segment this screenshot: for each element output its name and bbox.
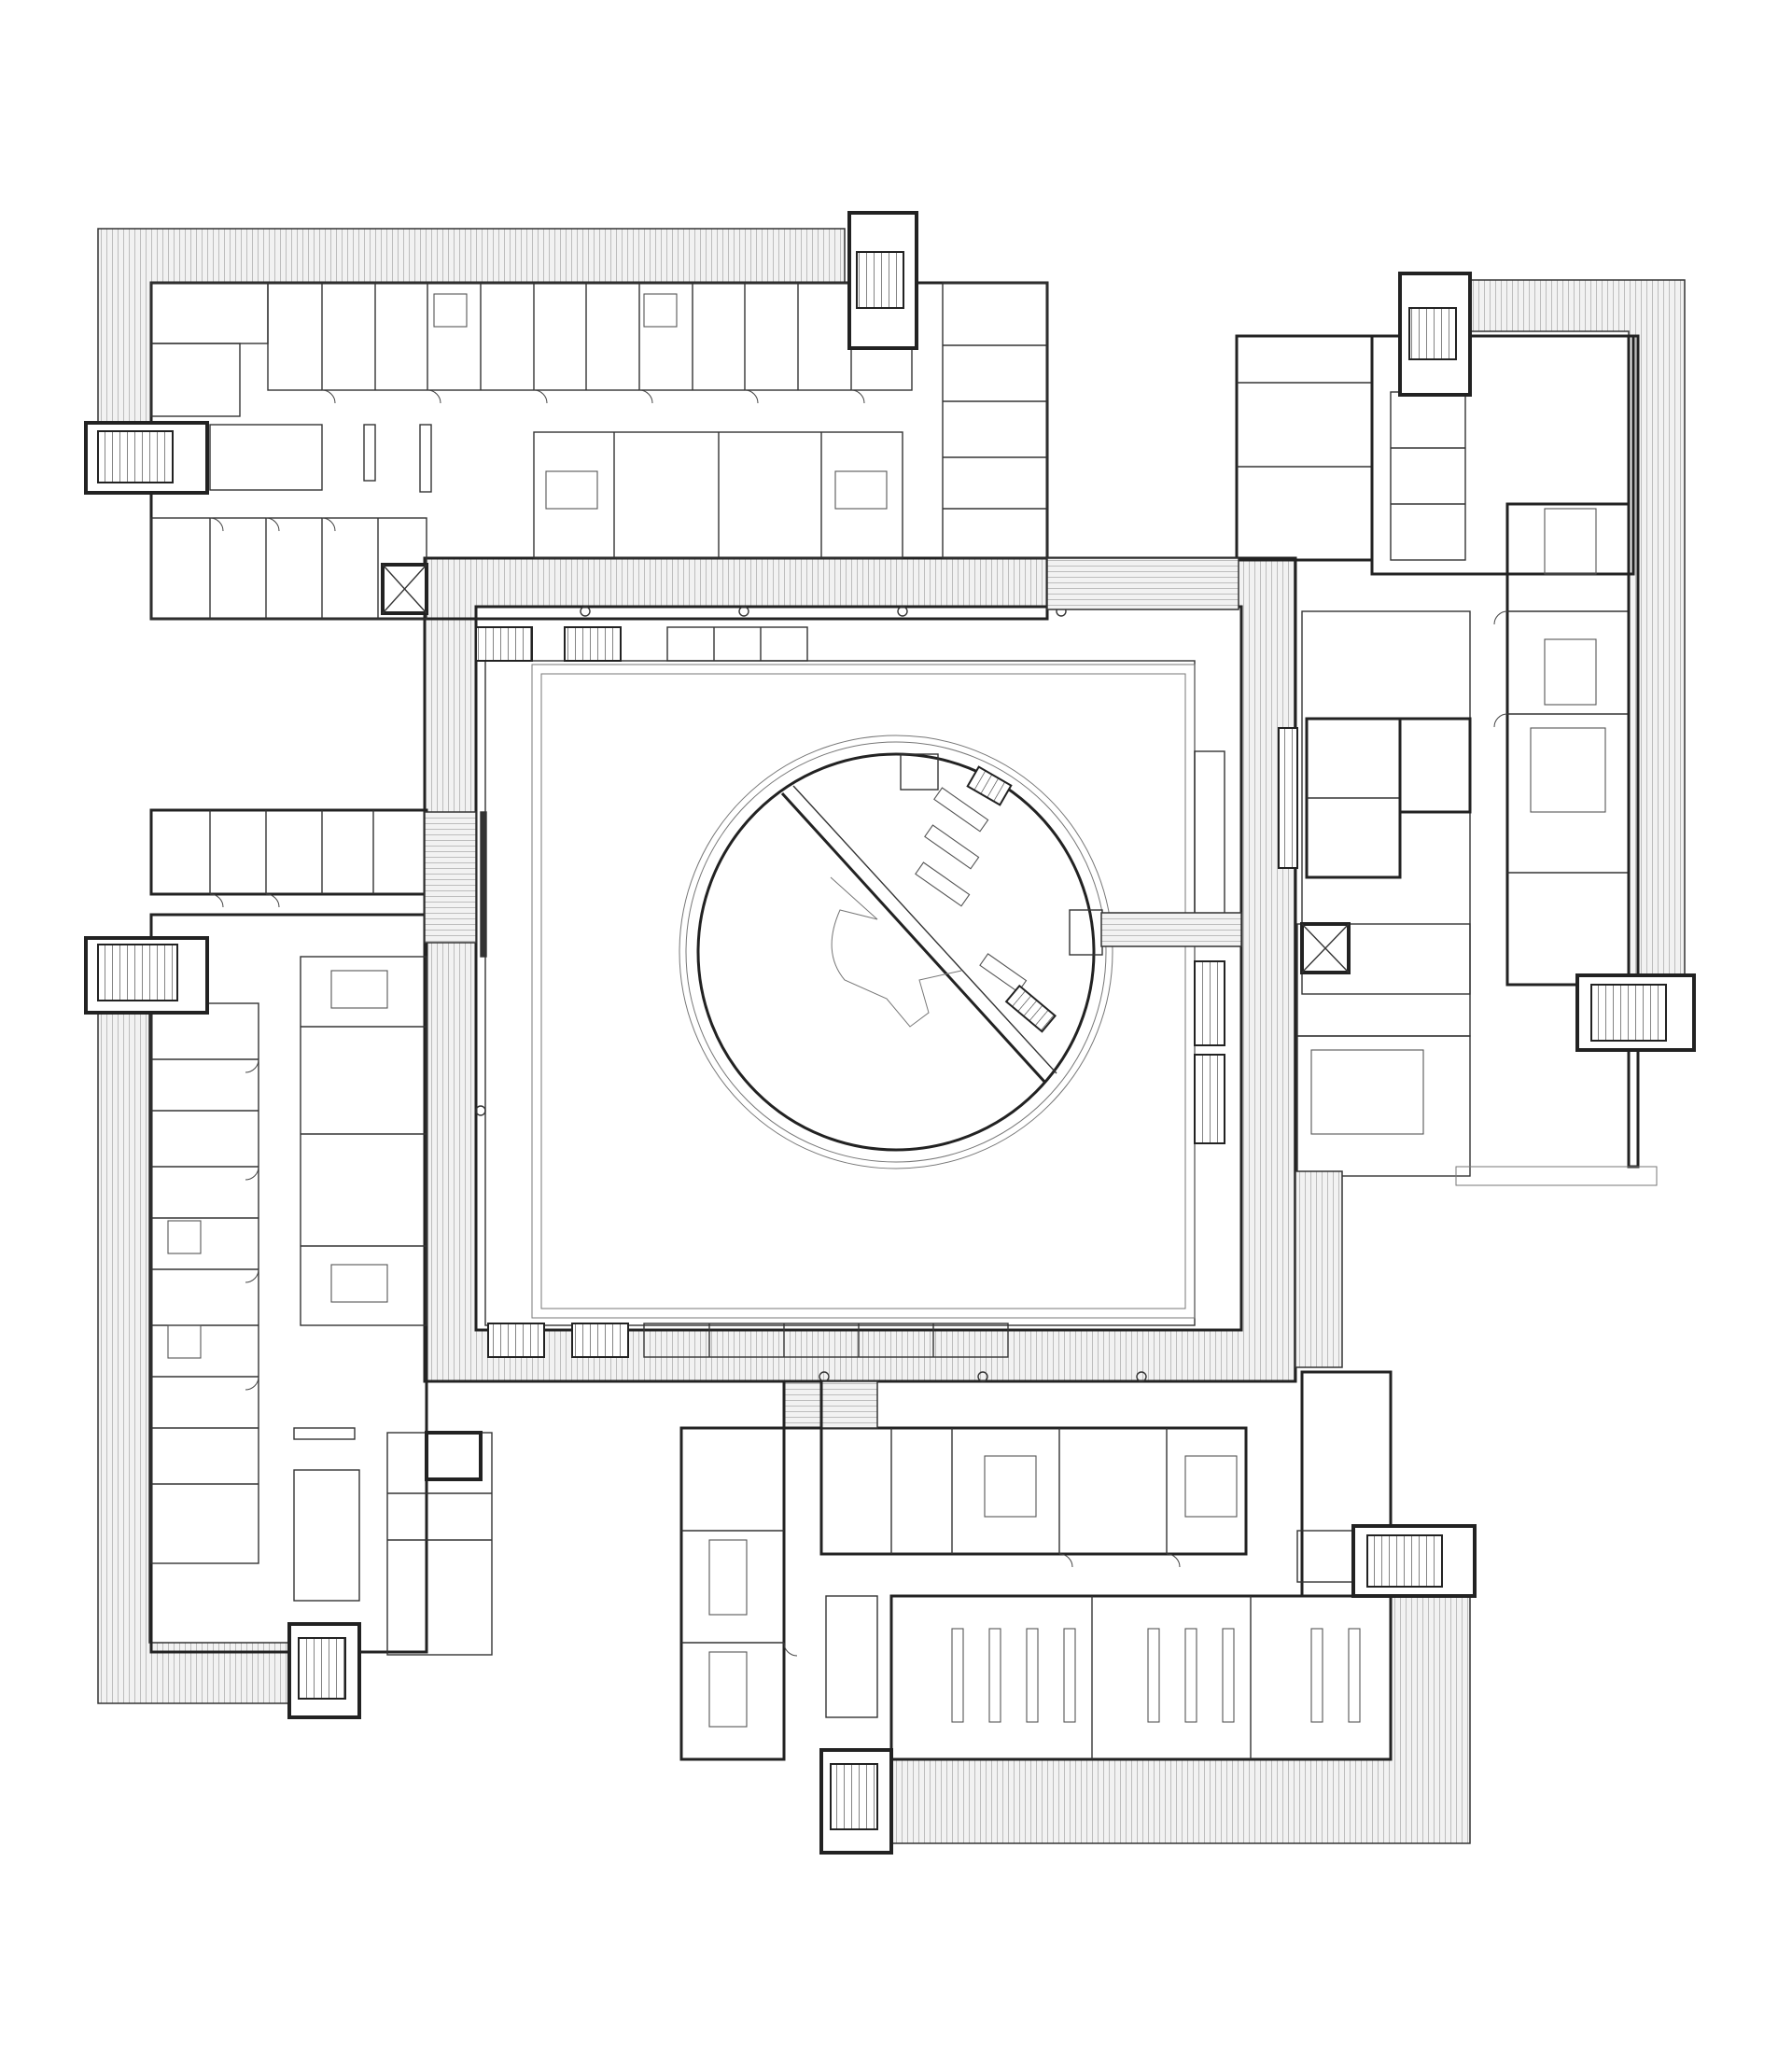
northeast-wing [1235,272,1696,1186]
atrium-hall [475,606,1225,1382]
northwest-wing [84,211,1049,621]
circular-hall [679,735,1242,1169]
door-swings [209,389,1508,1657]
central-corridor-ring [423,556,1297,1383]
wing-connectors [424,557,1343,1430]
southeast-wing [425,1370,1477,1855]
